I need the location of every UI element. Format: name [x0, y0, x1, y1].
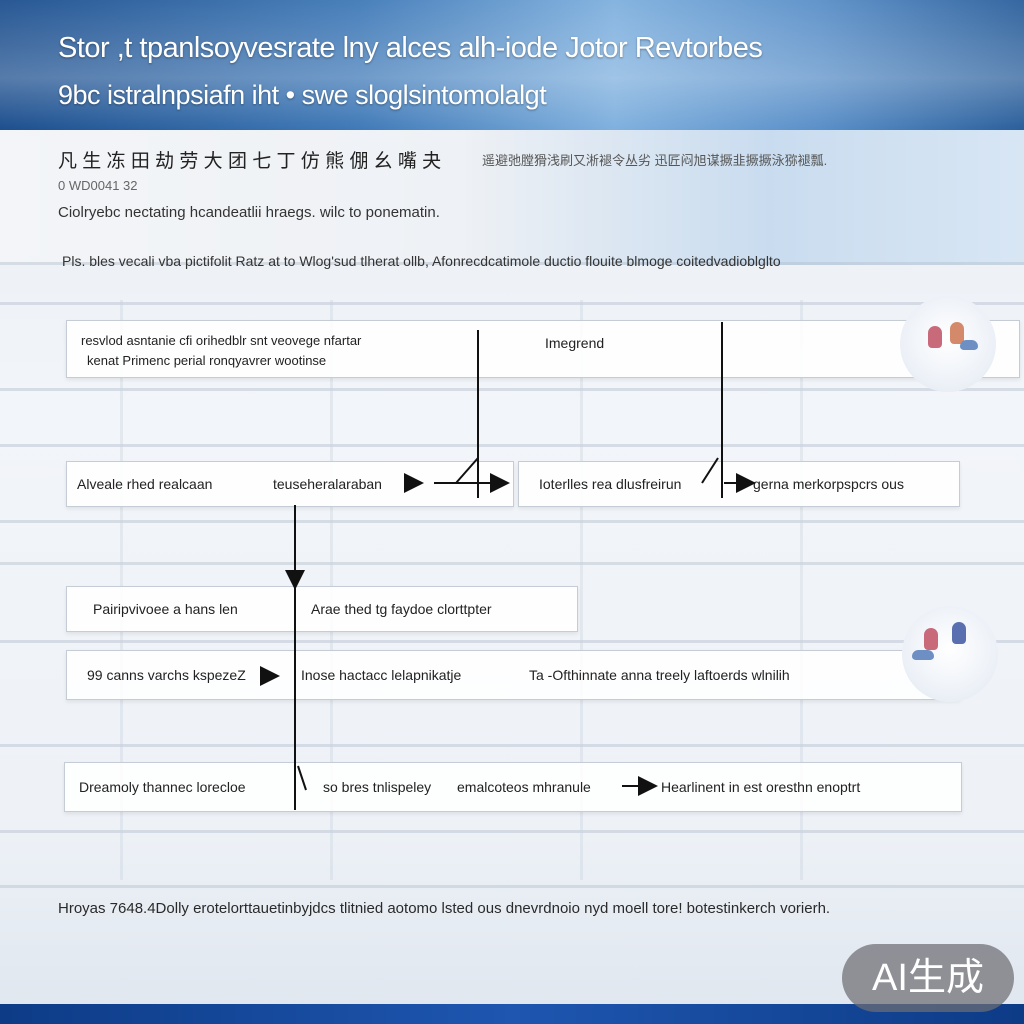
grid-line: [0, 520, 1024, 523]
ai-generated-badge: AI生成: [842, 944, 1014, 1012]
bottom-bar: [0, 1004, 1024, 1024]
diagram-box: Pairipvivoee a hans len Arae thed tg fay…: [66, 586, 578, 632]
section-caption: 遥避弛膛猾浅刷又淅褪令丛劣 迅匠闷旭谋撅韭撅撅泳猕褪瓢.: [482, 153, 828, 168]
grid-line: [0, 562, 1024, 565]
figure-icon: [952, 622, 966, 644]
page-subtitle: 9bc istralnpsiafn iht • swe sloglsintomo…: [58, 80, 547, 110]
grid-line: [0, 262, 1024, 265]
header-banner: [0, 0, 1024, 130]
box-text: emalcoteos mhranule: [457, 779, 591, 795]
section-heading: 凡 生 冻 田 劫 劳 大 团 七 丁 仿 熊 倗 幺 嘴 夬: [58, 151, 442, 172]
figure-icon: [950, 322, 964, 344]
box-text: Pairipvivoee a hans len: [93, 601, 238, 617]
box-text: Imegrend: [545, 335, 605, 351]
diagram-box-top: resvlod asntanie cfi orihedblr snt veove…: [66, 320, 1020, 378]
avatar-illustration: [900, 296, 996, 392]
avatar-illustration: [902, 606, 998, 702]
grid-line: [800, 300, 803, 880]
grid-line: [0, 640, 1024, 643]
grid-line: [0, 744, 1024, 747]
footer-text: Hroyas 7648.4Dolly erotelorttauetinbyjdc…: [58, 900, 831, 917]
figure-icon: [928, 326, 942, 348]
grid-line: [0, 885, 1024, 888]
grid-line: [0, 444, 1024, 447]
box-text: gerna merkorpspcrs ous: [753, 476, 904, 492]
box-text: Ta -Ofthinnate anna treely laftoerds wln…: [529, 667, 790, 683]
box-text: Arae thed tg faydoe clorttpter: [311, 601, 492, 617]
diagram-box: 99 canns varchs kspezeZ Inose hactacc le…: [66, 650, 960, 700]
document-code: 0 WD0041 32: [58, 178, 138, 193]
notice-text: Pls. bles vecali vba pictifolit Ratz at …: [62, 253, 781, 269]
diagram-box: Alveale rhed realcaan teuseheralaraban: [66, 461, 514, 507]
figure-icon: [924, 628, 938, 650]
box-text: 99 canns varchs kspezeZ: [87, 667, 246, 683]
box-text: teuseheralaraban: [273, 476, 382, 492]
section-description: Ciolryebc nectating hcandeatlii hraegs. …: [58, 204, 440, 221]
grid-line: [580, 300, 583, 880]
box-text: so bres tnlispeley: [323, 779, 432, 795]
box-text: resvlod asntanie cfi orihedblr snt veove…: [81, 333, 362, 348]
box-text: Dreamoly thannec lorecloe: [79, 779, 246, 795]
box-text: Inose hactacc lelapnikatje: [301, 667, 462, 683]
diagram-box: Dreamoly thannec lorecloe so bres tnlisp…: [64, 762, 962, 812]
box-text: Alveale rhed realcaan: [77, 476, 213, 492]
grid-line: [0, 302, 1024, 305]
box-text: kenat Primenc perial ronqyavrer wootinse: [87, 353, 327, 368]
info-panel: [0, 130, 1024, 265]
diagram-box: Ioterlles rea dlusfreirun gerna merkorps…: [518, 461, 960, 507]
grid-line: [0, 388, 1024, 391]
figure-icon: [912, 650, 934, 660]
grid-line: [0, 830, 1024, 833]
page-title: Stor ,t tpanlsoyvesrate lny alces alh-io…: [58, 32, 763, 64]
box-text: Ioterlles rea dlusfreirun: [539, 476, 682, 492]
figure-icon: [960, 340, 978, 350]
box-text: Hearlinent in est oresthn enoptrt: [661, 779, 861, 795]
